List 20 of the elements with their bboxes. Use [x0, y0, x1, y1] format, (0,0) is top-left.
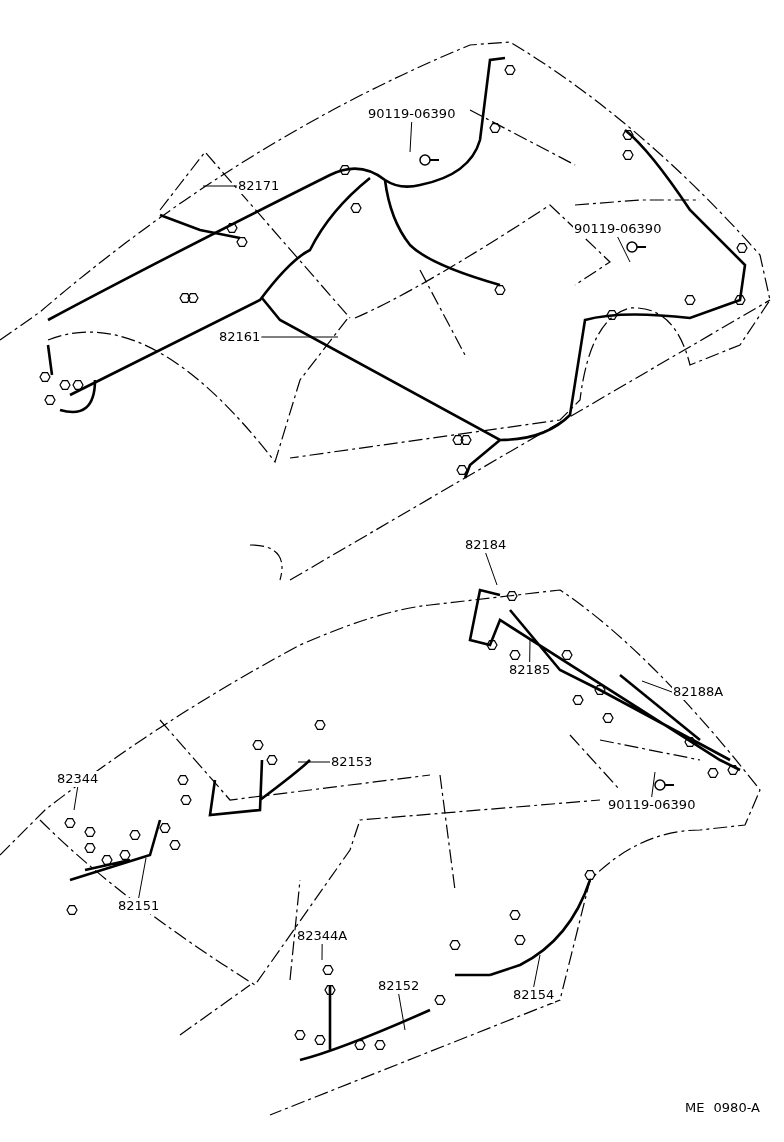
leader-line [409, 121, 413, 153]
part-number: 82344 [56, 771, 100, 787]
leader-line [651, 771, 656, 798]
part-number: 82171 [237, 178, 281, 194]
part-number: 90119-06390 [573, 221, 663, 237]
part-number: 82188A [672, 684, 725, 700]
leader-line [485, 552, 498, 586]
leader-line [73, 786, 79, 811]
leader-line [202, 185, 238, 187]
leader-line [529, 639, 531, 663]
leader-line [138, 857, 147, 899]
leader-line [641, 680, 673, 693]
leader-line [321, 943, 323, 961]
part-number: 82154 [512, 987, 556, 1003]
part-number: 82151 [117, 898, 161, 914]
leader-line [398, 993, 406, 1031]
leader-line [260, 336, 339, 338]
leader-line [533, 954, 541, 988]
leader-line [297, 761, 331, 763]
leader-line [617, 236, 631, 263]
